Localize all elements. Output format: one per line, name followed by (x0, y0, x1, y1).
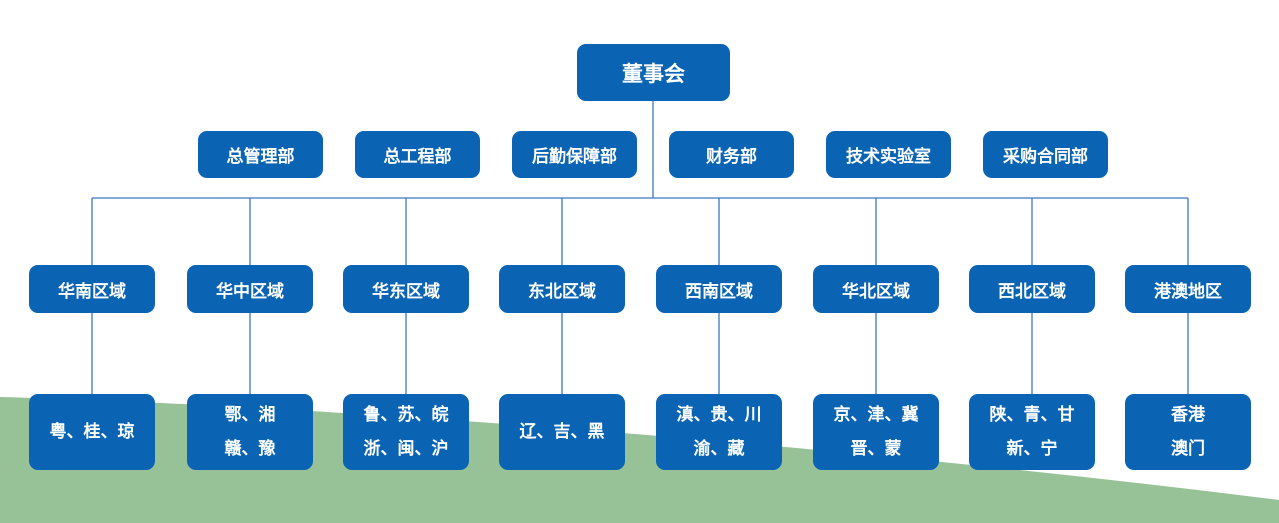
region-northwest: 西北区域 (969, 265, 1095, 313)
region-east-china: 华东区域 (343, 265, 469, 313)
region-southwest: 西南区域 (656, 265, 782, 313)
provinces-northwest: 陕、青、甘 新、宁 (969, 394, 1095, 470)
board-node: 董事会 (577, 44, 730, 101)
provinces-northeast: 辽、吉、黑 (499, 394, 625, 470)
provinces-east-china: 鲁、苏、皖 浙、闽、沪 (343, 394, 469, 470)
dept-logistics: 后勤保障部 (512, 131, 637, 178)
dept-general-engineering: 总工程部 (355, 131, 480, 178)
dept-procurement: 采购合同部 (983, 131, 1108, 178)
provinces-south-china: 粤、桂、琼 (29, 394, 155, 470)
provinces-central-china: 鄂、湘 赣、豫 (187, 394, 313, 470)
dept-finance: 财务部 (669, 131, 794, 178)
dept-tech-lab: 技术实验室 (826, 131, 951, 178)
provinces-north-china: 京、津、冀 晋、蒙 (813, 394, 939, 470)
provinces-hk-macau: 香港 澳门 (1125, 394, 1251, 470)
region-north-china: 华北区域 (813, 265, 939, 313)
region-central-china: 华中区域 (187, 265, 313, 313)
provinces-southwest: 滇、贵、川 渝、藏 (656, 394, 782, 470)
dept-general-management: 总管理部 (198, 131, 323, 178)
region-south-china: 华南区域 (29, 265, 155, 313)
region-northeast: 东北区域 (499, 265, 625, 313)
region-hk-macau: 港澳地区 (1125, 265, 1251, 313)
